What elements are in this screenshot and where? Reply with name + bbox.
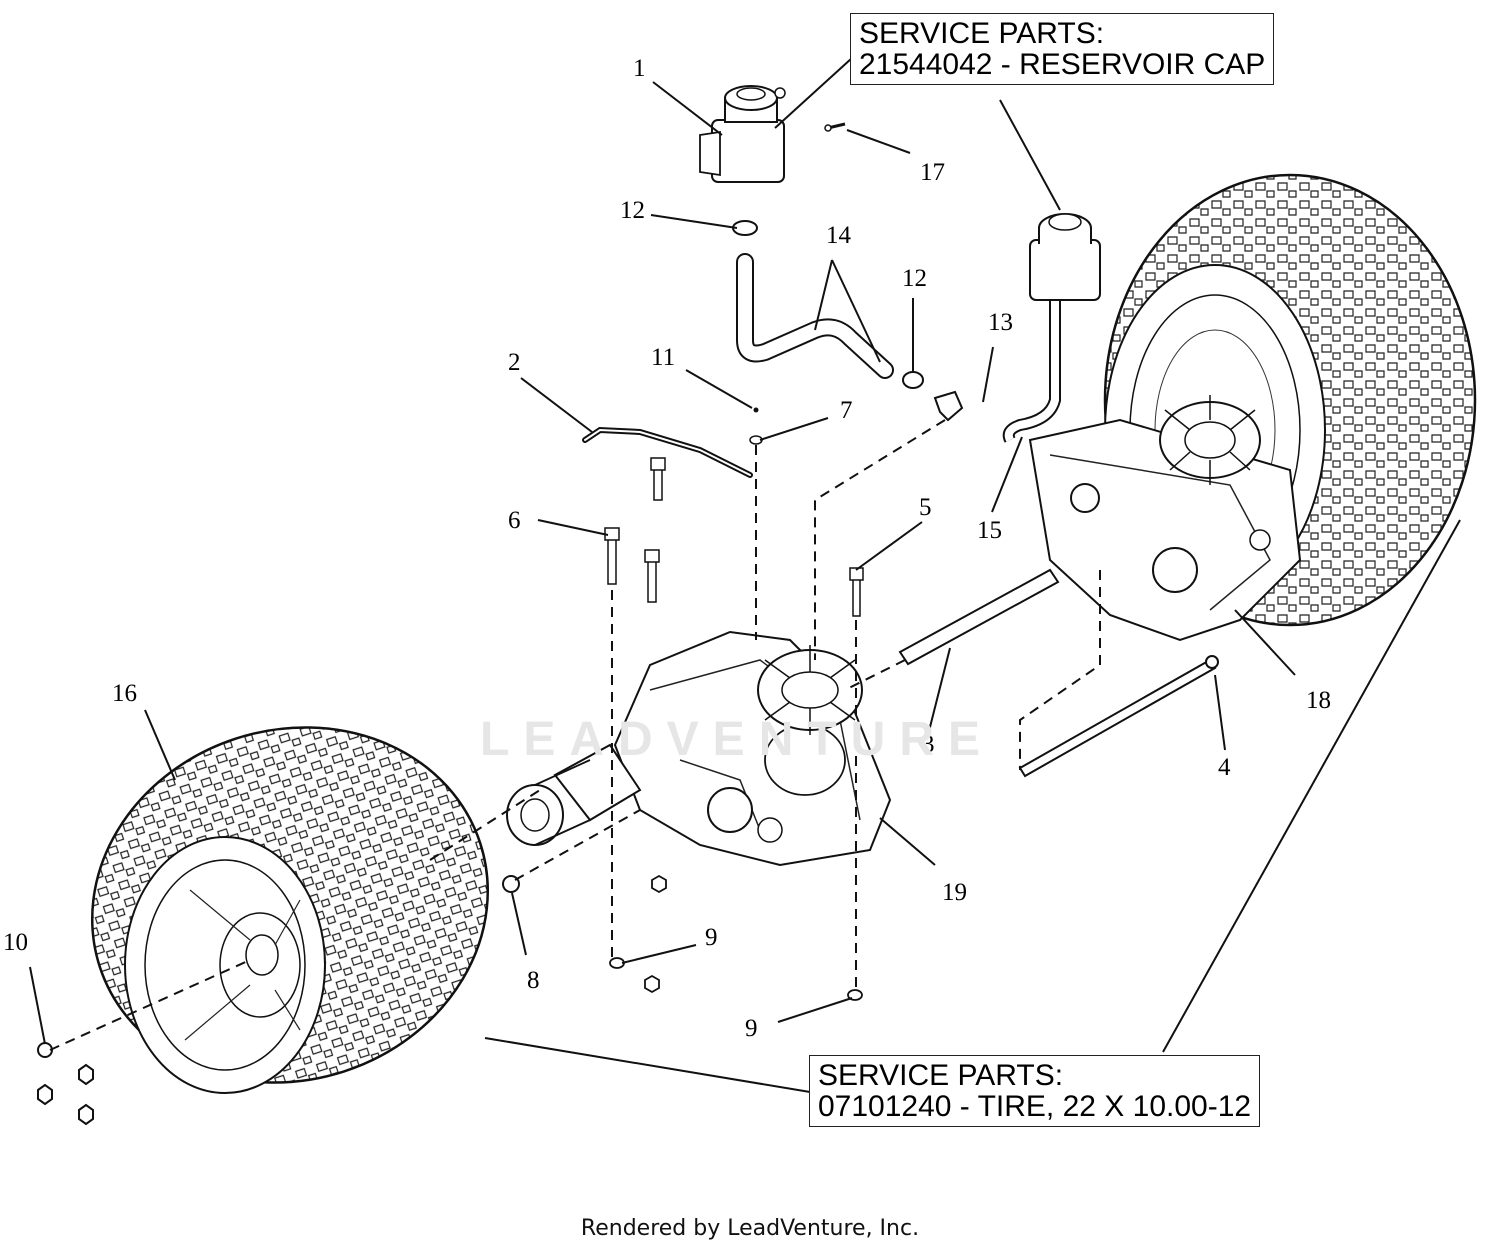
part-label-4: 4 [1218, 754, 1231, 781]
part-label-15: 15 [977, 517, 1002, 544]
right-transaxle [1028, 395, 1302, 642]
left-transaxle [506, 630, 892, 867]
part-label-12-upper: 12 [620, 197, 645, 224]
tire-callout-detail: 07101240 - TIRE, 22 X 10.00-12 [818, 1090, 1252, 1123]
leader-lines [29, 57, 1461, 1093]
part-label-9-lower: 9 [745, 1015, 758, 1042]
reservoir-callout-detail: 21544042 - RESERVOIR CAP [859, 48, 1266, 81]
part-label-19: 19 [942, 879, 967, 906]
reservoir-callout-heading: SERVICE PARTS: [859, 17, 1105, 50]
elbow-fitting [933, 390, 964, 422]
part-label-2: 2 [508, 349, 521, 376]
part-label-1: 1 [633, 55, 646, 82]
bypass-rod [582, 426, 753, 478]
axle-shaft [898, 568, 1060, 666]
right-reservoir-assembly [1002, 213, 1101, 443]
tie-rod [1018, 655, 1219, 778]
part-label-10: 10 [3, 929, 28, 956]
part-label-8: 8 [527, 967, 540, 994]
part-number-labels: 1 2 3 4 5 6 7 8 9 9 10 11 12 12 13 14 15… [3, 55, 1331, 1042]
part-label-3: 3 [922, 731, 935, 758]
reservoir-tank [699, 85, 786, 183]
part-label-12-lower: 12 [902, 265, 927, 292]
part-label-7: 7 [840, 397, 853, 424]
part-label-18: 18 [1306, 687, 1331, 714]
part-label-16: 16 [112, 680, 137, 707]
part-label-13: 13 [988, 309, 1013, 336]
bolts [604, 457, 864, 617]
hydraulic-hose [736, 253, 894, 379]
tire-callout-heading: SERVICE PARTS: [818, 1059, 1064, 1092]
nuts [502, 407, 863, 1001]
assembly-guide-lines [49, 419, 1101, 1051]
tire-callout: SERVICE PARTS: 07101240 - TIRE, 22 X 10.… [809, 1055, 1261, 1127]
part-label-14: 14 [826, 222, 852, 249]
watermark-text: LEADVENTURE [480, 713, 995, 766]
render-credit-footer: Rendered by LeadVenture, Inc. [580, 1216, 920, 1241]
lug-nuts [37, 1042, 94, 1126]
reservoir-cap-callout: SERVICE PARTS: 21544042 - RESERVOIR CAP [850, 13, 1275, 85]
part-label-6: 6 [508, 507, 521, 534]
part-label-9-upper: 9 [705, 924, 718, 951]
part-label-11: 11 [651, 344, 675, 371]
left-rear-tire [91, 726, 489, 1094]
part-label-17: 17 [920, 159, 945, 186]
screw-17 [824, 122, 846, 132]
part-label-5: 5 [919, 494, 932, 521]
